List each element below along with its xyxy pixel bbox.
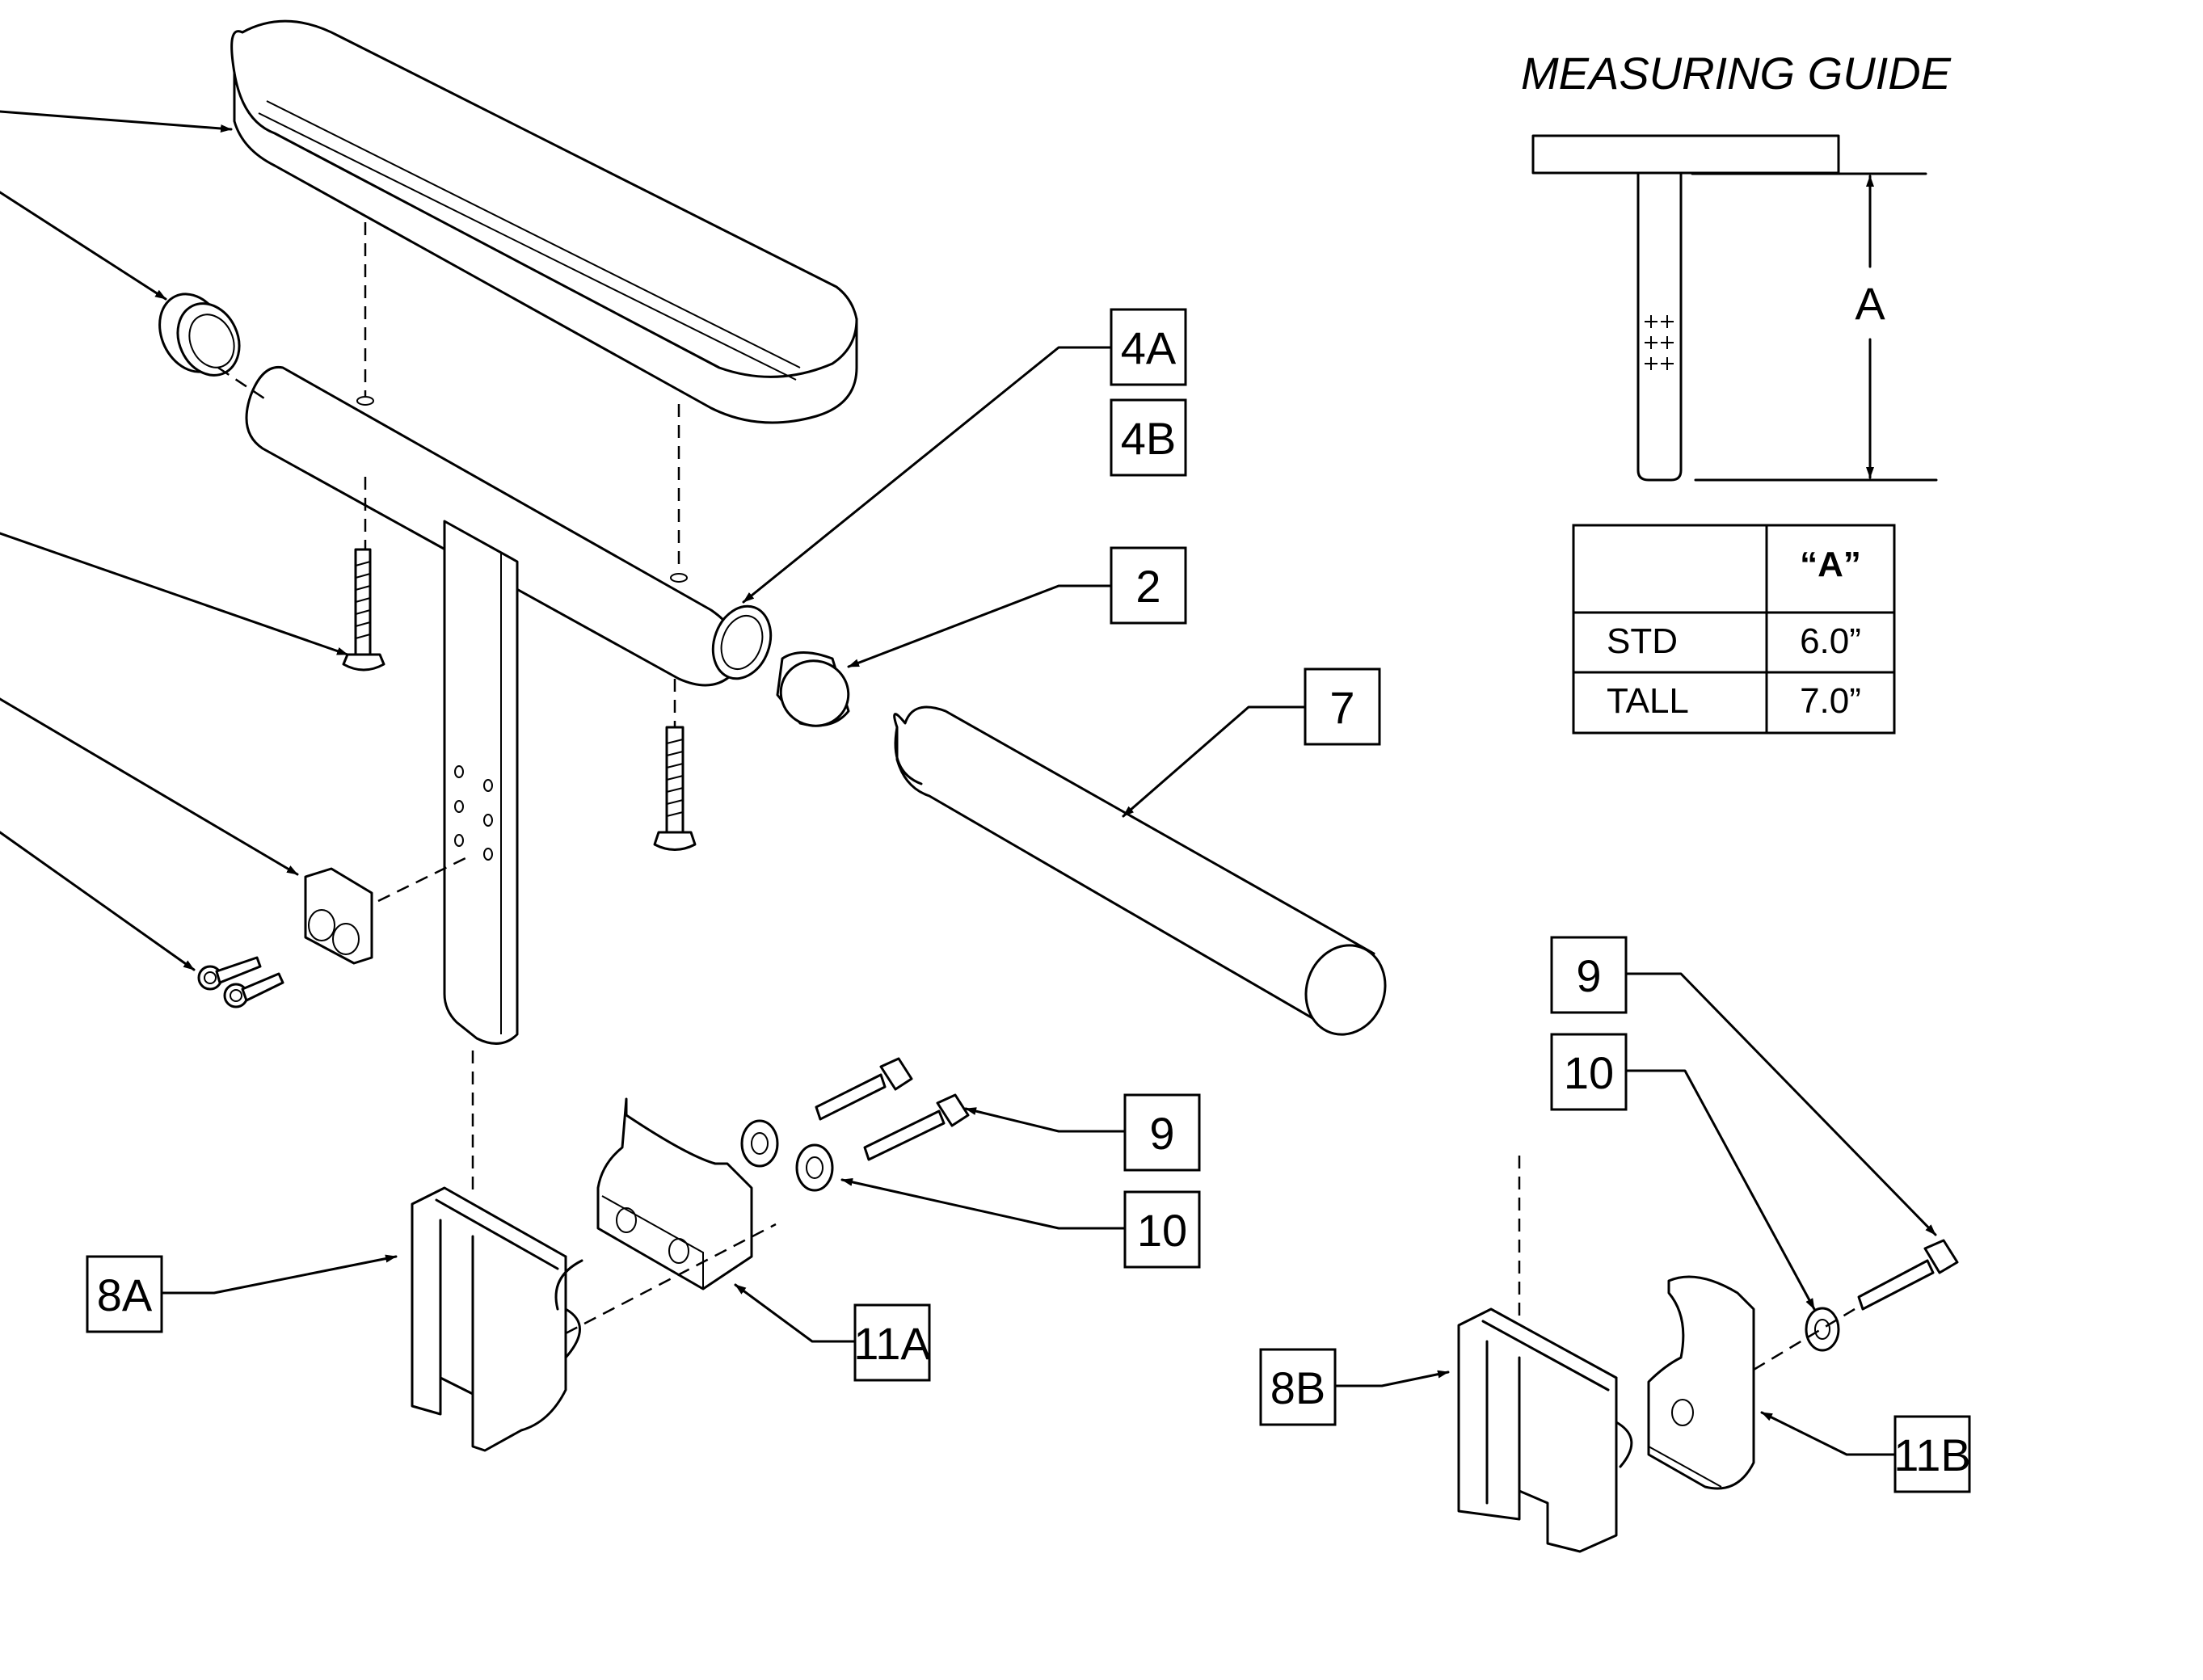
guide-hole-pattern bbox=[1645, 315, 1674, 370]
tube-7 bbox=[893, 705, 1387, 1036]
clamp-plate bbox=[304, 867, 373, 965]
callout-8a: 8A bbox=[86, 1255, 163, 1333]
callout-10-left: 10 bbox=[1123, 1190, 1201, 1269]
callout-7: 7 bbox=[1304, 667, 1381, 746]
svg-text:2: 2 bbox=[1135, 561, 1160, 612]
clamp-11b bbox=[1647, 1275, 1755, 1490]
end-cap-plug bbox=[776, 651, 850, 727]
bolts-left bbox=[740, 1057, 970, 1192]
svg-text:10: 10 bbox=[1137, 1205, 1187, 1256]
callout-10-right: 10 bbox=[1550, 1033, 1628, 1111]
svg-text:8A: 8A bbox=[97, 1269, 153, 1320]
receiver-8b bbox=[1457, 1307, 1633, 1553]
callout-8b: 8B bbox=[1259, 1348, 1337, 1426]
callout-9-left: 9 bbox=[1123, 1093, 1201, 1172]
tube-end-cap-left bbox=[158, 293, 241, 377]
pad-screw-left bbox=[342, 548, 385, 672]
guide-title: MEASURING GUIDE bbox=[1521, 48, 1952, 99]
leader-lines bbox=[0, 110, 1937, 1456]
table-row-std-value: 6.0” bbox=[1800, 621, 1861, 661]
table-row-std-label: STD bbox=[1607, 621, 1678, 661]
svg-text:4B: 4B bbox=[1121, 413, 1177, 464]
callout-2: 2 bbox=[1110, 546, 1187, 625]
size-table: “A” STD 6.0” TALL 7.0” bbox=[1572, 524, 1896, 735]
svg-text:11B: 11B bbox=[1893, 1429, 1970, 1480]
guide-armpad bbox=[1531, 134, 1840, 175]
svg-text:9: 9 bbox=[1576, 950, 1601, 1001]
armrest-pad bbox=[230, 19, 858, 424]
callout-11b: 11B bbox=[1893, 1415, 1971, 1493]
arm-tube bbox=[245, 365, 773, 687]
callout-4b: 4B bbox=[1110, 398, 1187, 477]
svg-text:8B: 8B bbox=[1270, 1362, 1326, 1413]
table-header-a: “A” bbox=[1800, 545, 1861, 584]
guide-post bbox=[1636, 171, 1683, 482]
assembly-dashed-lines bbox=[217, 222, 1855, 1371]
plate-screws bbox=[197, 956, 284, 1008]
svg-text:9: 9 bbox=[1149, 1108, 1174, 1159]
table-row-tall-label: TALL bbox=[1607, 681, 1689, 721]
svg-text:11A: 11A bbox=[853, 1318, 931, 1369]
clamp-11a bbox=[554, 1097, 753, 1311]
dim-label-a: A bbox=[1855, 278, 1885, 329]
bolts-right bbox=[1805, 1239, 1959, 1352]
callout-11a: 11A bbox=[853, 1303, 931, 1382]
receiver-8a bbox=[411, 1186, 581, 1452]
vertical-post bbox=[443, 520, 519, 1045]
svg-text:10: 10 bbox=[1564, 1047, 1614, 1098]
table-row-tall-value: 7.0” bbox=[1800, 681, 1861, 721]
measuring-guide: MEASURING GUIDE A “A” STD 6.0” TALL 7. bbox=[1521, 48, 1952, 735]
callout-4a: 4A bbox=[1110, 308, 1187, 386]
callout-9-right: 9 bbox=[1550, 936, 1628, 1014]
pad-screw-right bbox=[653, 726, 697, 851]
svg-text:4A: 4A bbox=[1121, 322, 1177, 373]
svg-text:7: 7 bbox=[1329, 682, 1354, 733]
